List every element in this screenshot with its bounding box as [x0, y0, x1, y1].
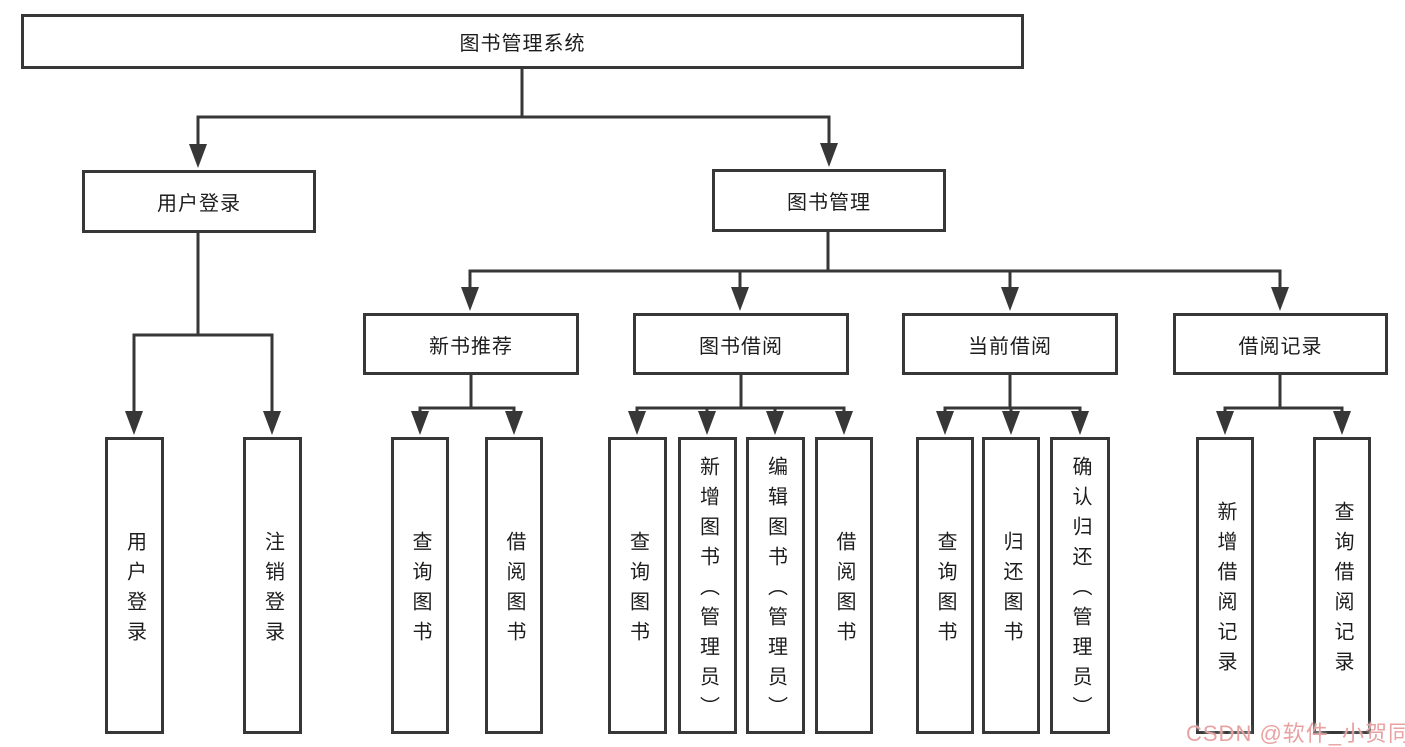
- connector-records-to-children: [1223, 375, 1344, 414]
- arrowhead: [1002, 411, 1020, 435]
- arrowhead: [411, 411, 429, 435]
- arrowhead: [189, 144, 207, 168]
- node-label: 新书推荐: [429, 335, 513, 358]
- node-label: 注销登录: [261, 530, 284, 651]
- arrowhead: [820, 143, 838, 167]
- arrowhead: [505, 411, 523, 435]
- connector-paths: [132, 68, 1344, 414]
- arrowhead: [936, 411, 954, 435]
- arrowhead: [1333, 411, 1351, 435]
- node-new-book-recommendation: 新书推荐: [363, 313, 579, 375]
- leaf-records-query-record: 查询借阅记录: [1313, 437, 1371, 734]
- connector-borrow-to-children: [635, 375, 846, 414]
- node-label: 图书管理系统: [459, 33, 586, 55]
- arrowhead: [835, 411, 853, 435]
- node-label: 借阅图书: [833, 530, 855, 651]
- node-label: 当前借阅: [968, 335, 1052, 358]
- node-label: 新增借阅记录: [1214, 500, 1236, 681]
- arrowhead: [1001, 287, 1019, 311]
- node-label: 借阅图书: [503, 530, 525, 651]
- node-label: 查询图书: [626, 530, 649, 651]
- node-user-login: 用户登录: [82, 170, 316, 233]
- arrowhead: [628, 411, 646, 435]
- connector-mgmt-to-level3: [468, 232, 1282, 290]
- csdn-watermark: CSDN @软件_小贺同学: [1186, 721, 1405, 746]
- node-label: 新增图书（管理员）: [696, 455, 719, 726]
- node-book-borrowing: 图书借阅: [633, 313, 849, 375]
- node-book-management: 图书管理: [712, 169, 946, 232]
- node-label: 借阅记录: [1238, 335, 1323, 358]
- connector-login-to-children: [132, 233, 274, 414]
- leaf-borrow-query-books: 查询图书: [608, 437, 667, 734]
- leaf-newbook-borrow-books: 借阅图书: [485, 437, 543, 734]
- leaf-borrow-add-books-admin: 新增图书（管理员）: [678, 437, 737, 734]
- node-label: 查询图书: [409, 530, 431, 651]
- leaf-logout: 注销登录: [243, 437, 302, 734]
- arrowheads: [125, 143, 1351, 435]
- arrowhead: [1071, 411, 1089, 435]
- connector-newbook-to-children: [418, 375, 516, 414]
- leaf-user-login: 用户登录: [105, 437, 164, 734]
- connector-root-to-level2: [196, 68, 831, 146]
- node-label: 图书管理: [787, 192, 871, 214]
- arrowhead: [731, 287, 749, 311]
- leaf-borrow-edit-books-admin: 编辑图书（管理员）: [746, 437, 805, 734]
- arrowhead: [263, 411, 281, 435]
- leaf-newbook-query-books: 查询图书: [391, 437, 449, 734]
- arrowhead: [1271, 287, 1289, 311]
- connector-current-to-children: [943, 375, 1082, 414]
- arrowhead: [461, 287, 479, 311]
- leaf-current-return-books: 归还图书: [982, 437, 1040, 734]
- node-label: 用户登录: [157, 193, 241, 215]
- leaf-records-add-record: 新增借阅记录: [1196, 437, 1254, 734]
- arrowhead: [125, 411, 143, 435]
- node-label: 查询图书: [934, 530, 956, 651]
- arrowhead: [1216, 411, 1234, 435]
- node-borrowing-records: 借阅记录: [1173, 313, 1388, 375]
- node-label: 图书借阅: [699, 335, 783, 358]
- node-library-management-system: 图书管理系统: [21, 14, 1024, 69]
- node-label: 查询借阅记录: [1331, 500, 1353, 681]
- node-label: 确认归还（管理员）: [1069, 455, 1091, 726]
- leaf-borrow-borrow-books: 借阅图书: [815, 437, 873, 734]
- arrowhead: [698, 411, 716, 435]
- arrowhead: [766, 411, 784, 435]
- node-label: 用户登录: [123, 530, 146, 651]
- leaf-current-query-books: 查询图书: [916, 437, 974, 734]
- leaf-current-confirm-return-admin: 确认归还（管理员）: [1050, 437, 1110, 734]
- node-label: 编辑图书（管理员）: [764, 455, 787, 726]
- node-current-borrowing: 当前借阅: [902, 313, 1118, 375]
- node-label: 归还图书: [1000, 530, 1022, 651]
